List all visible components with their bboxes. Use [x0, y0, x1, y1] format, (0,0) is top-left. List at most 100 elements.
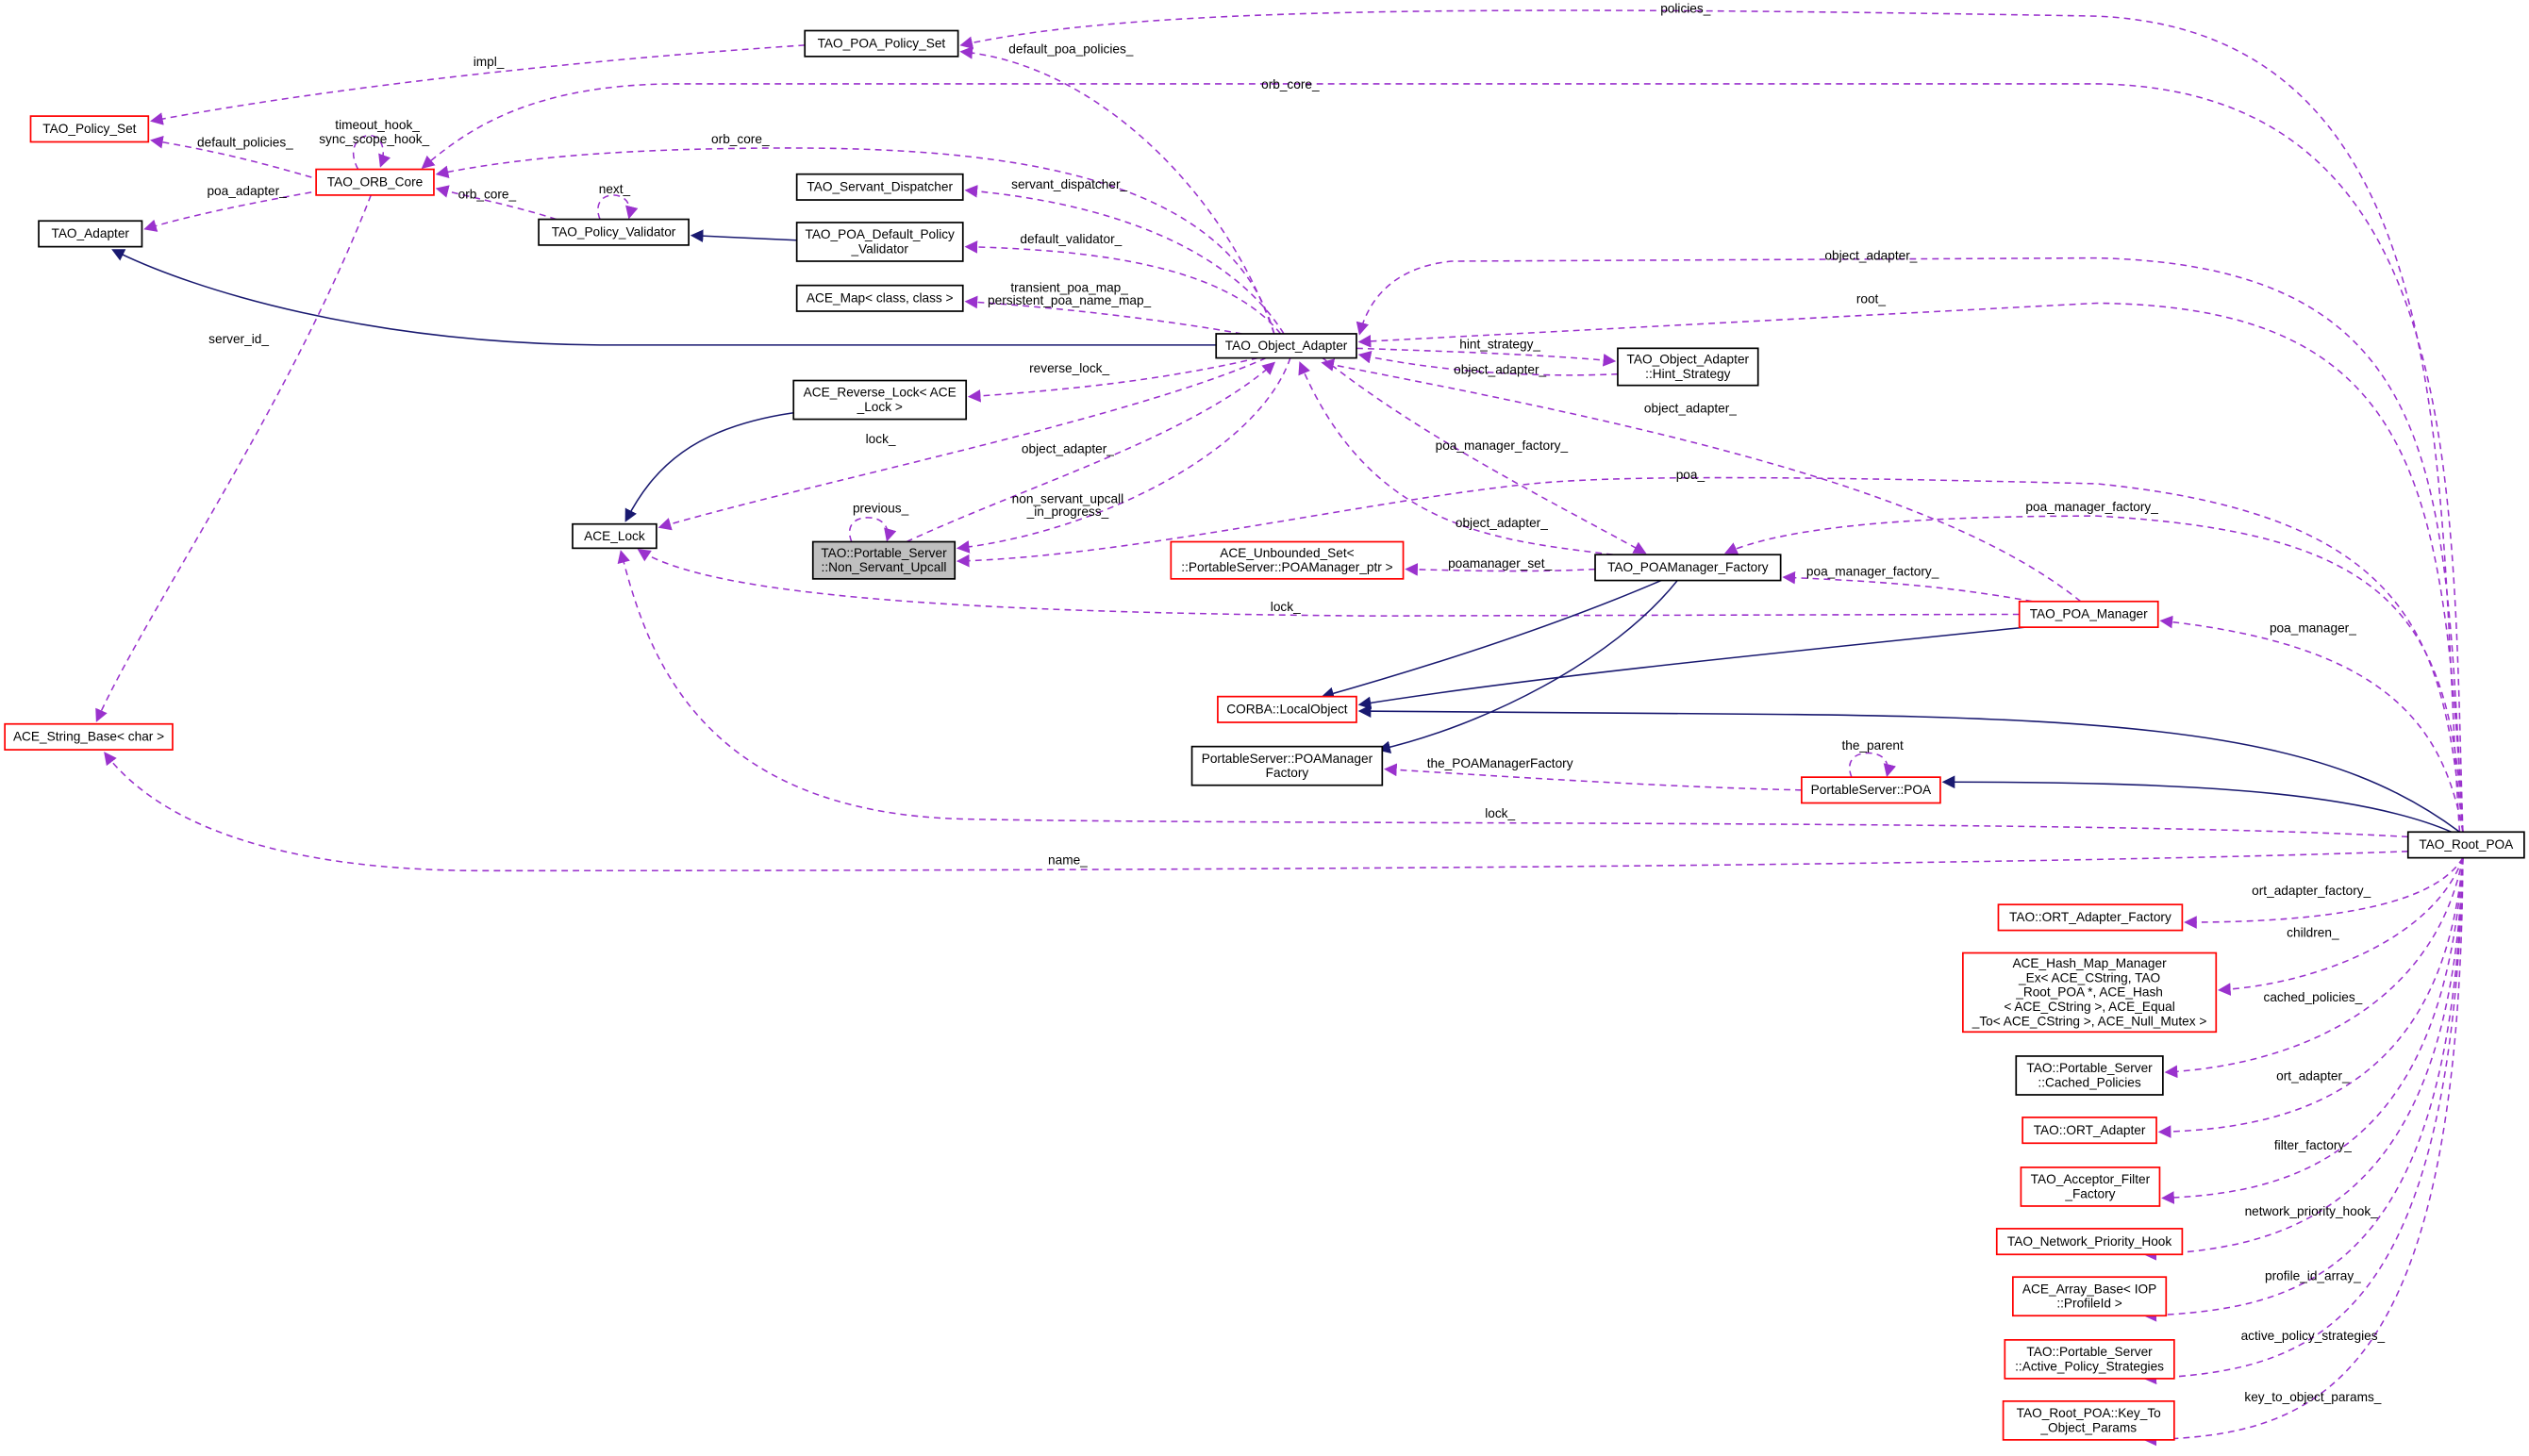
- class-node-hash-map[interactable]: ACE_Hash_Map_Manager_Ex< ACE_CString, TA…: [1961, 951, 2218, 1034]
- node-label: TAO_Root_POA: [2419, 837, 2514, 852]
- node-label: TAO::ORT_Adapter: [2034, 1123, 2146, 1137]
- dependency-edge-root-poa-orb-core: [421, 83, 2464, 833]
- class-node-ort-adapter-factory[interactable]: TAO::ORT_Adapter_Factory: [1997, 903, 2184, 932]
- edge-label: object_adapter_: [1824, 248, 1917, 262]
- node-label: TAO_POA_Policy_Set: [818, 36, 946, 50]
- edge-label: policies_: [1660, 2, 1711, 16]
- dependency-edge-servant-dispatcher: [964, 184, 1285, 335]
- class-node-hint-strategy[interactable]: TAO_Object_Adapter::Hint_Strategy: [1617, 347, 1759, 387]
- edge-label: persistent_poa_name_map_: [988, 293, 1152, 307]
- class-node-default-policy-validator[interactable]: TAO_POA_Default_Policy_Validator: [795, 222, 964, 262]
- class-node-ps-poamanager-factory[interactable]: PortableServer::POAManagerFactory: [1190, 745, 1384, 786]
- class-node-orb-core[interactable]: TAO_ORB_Core: [315, 168, 435, 196]
- class-node-cached-policies[interactable]: TAO::Portable_Server::Cached_Policies: [2015, 1055, 2164, 1096]
- class-node-active-policy-strategies[interactable]: TAO::Portable_Server::Active_Policy_Stra…: [2004, 1339, 2175, 1380]
- node-label: < ACE_CString >, ACE_Equal: [2004, 1000, 2174, 1014]
- dependency-edge-reverse-lock: [967, 356, 1258, 403]
- dependency-edge-policies: [959, 9, 2461, 833]
- node-label: TAO_Servant_Dispatcher: [807, 180, 953, 194]
- class-node-ace-lock[interactable]: ACE_Lock: [572, 522, 657, 550]
- class-node-object-adapter[interactable]: TAO_Object_Adapter: [1215, 333, 1357, 359]
- dependency-edge-previous-self: [848, 517, 897, 542]
- edge-label: poa_manager_: [2270, 620, 2356, 635]
- class-node-adapter[interactable]: TAO_Adapter: [38, 220, 143, 248]
- class-node-unbounded-set[interactable]: ACE_Unbounded_Set<::PortableServer::POAM…: [1170, 540, 1405, 580]
- node-box: [1961, 951, 2218, 1034]
- class-node-local-object[interactable]: CORBA::LocalObject: [1217, 695, 1357, 723]
- node-box: [1215, 333, 1357, 359]
- inheritance-edge-root-poa-inherits-ps-poa: [1941, 775, 2453, 833]
- node-box: [572, 522, 657, 550]
- node-box: [804, 29, 959, 58]
- class-node-poa-policy-set[interactable]: TAO_POA_Policy_Set: [804, 29, 959, 58]
- class-node-non-servant-upcall[interactable]: TAO::Portable_Server::Non_Servant_Upcall: [811, 540, 957, 580]
- node-box: [538, 218, 690, 246]
- node-box: [4, 722, 174, 751]
- node-box: [38, 220, 143, 248]
- class-node-poa-manager[interactable]: TAO_POA_Manager: [2018, 600, 2159, 628]
- class-node-reverse-lock[interactable]: ACE_Reverse_Lock< ACE_Lock >: [792, 379, 968, 421]
- dependency-edge-the-parent-self: [1848, 752, 1897, 778]
- edge-label: transient_poa_map_: [1010, 280, 1128, 294]
- node-box: [2015, 1055, 2164, 1096]
- class-node-acceptor-filter-factory[interactable]: TAO_Acceptor_Filter_Factory: [2020, 1166, 2161, 1207]
- node-label: _Lock >: [857, 400, 903, 414]
- node-box: [1617, 347, 1759, 387]
- inheritance-edge-object-adapter-inherits-adapter: [111, 249, 1217, 346]
- edge-label: orb_core_: [711, 132, 770, 146]
- node-label: _Object_Params: [2039, 1420, 2137, 1434]
- node-box: [1217, 695, 1357, 723]
- inheritance-edge-factory-inherits-ps-factory: [1377, 580, 1678, 754]
- class-node-key-to-object-params[interactable]: TAO_Root_POA::Key_To_Object_Params: [2002, 1399, 2175, 1441]
- class-node-array-base[interactable]: ACE_Array_Base< IOP::ProfileId >: [2012, 1276, 2168, 1317]
- dependency-edge-nsu-object-adapter: [906, 361, 1276, 543]
- class-node-string-base[interactable]: ACE_String_Base< char >: [4, 722, 174, 751]
- node-box: [2004, 1339, 2175, 1380]
- edge-label: default_policies_: [197, 136, 293, 150]
- inheritance-edge-default-validator-inherits: [690, 229, 797, 243]
- node-label: TAO_POAManager_Factory: [1607, 560, 1769, 574]
- class-node-poamanager-factory[interactable]: TAO_POAManager_Factory: [1594, 554, 1782, 582]
- edge-label: active_policy_strategies_: [2241, 1329, 2386, 1343]
- edge-label: default_validator_: [1020, 232, 1122, 246]
- node-label: Factory: [1266, 766, 1309, 780]
- dependency-edge-poa-manager-object-adapter: [1321, 358, 2082, 603]
- node-label: _Ex< ACE_CString, TAO: [2018, 970, 2160, 984]
- class-node-network-priority-hook[interactable]: TAO_Network_Priority_Hook: [1995, 1228, 2184, 1256]
- dependency-edge-name: [104, 752, 2408, 872]
- dependency-edge-server-id: [95, 194, 372, 722]
- node-box: [2012, 1276, 2168, 1317]
- node-label: ACE_Unbounded_Set<: [1220, 546, 1354, 560]
- class-node-servant-dispatcher[interactable]: TAO_Servant_Dispatcher: [795, 173, 964, 201]
- class-node-policy-validator[interactable]: TAO_Policy_Validator: [538, 218, 690, 246]
- dependency-edge-next-self: [597, 194, 639, 220]
- edge-label: cached_policies_: [2263, 990, 2362, 1004]
- edge-label: reverse_lock_: [1029, 361, 1109, 375]
- dependency-edge-children: [2218, 857, 2464, 996]
- edge-label: ort_adapter_: [2276, 1069, 2350, 1084]
- edge-label: default_poa_policies_: [1008, 41, 1134, 56]
- node-label: ::Non_Servant_Upcall: [822, 560, 947, 574]
- node-box: [2406, 831, 2525, 859]
- class-node-ort-adapter[interactable]: TAO::ORT_Adapter: [2022, 1117, 2157, 1145]
- edge-label: poa_manager_factory_: [1436, 438, 1569, 453]
- dependency-edge-non-servant-upcall-in-progress: [956, 357, 1291, 554]
- node-label: TAO_Object_Adapter: [1225, 339, 1348, 353]
- dependency-edge-ort-adapter-factory: [2184, 857, 2464, 929]
- edge-label: ort_adapter_factory_: [2252, 884, 2371, 898]
- dependency-edge-orb-core-self: [352, 134, 391, 170]
- dependency-edge-impl: [150, 44, 806, 125]
- class-node-ace-map[interactable]: ACE_Map< class, class >: [795, 284, 964, 312]
- edge-label: non_servant_upcall: [1012, 491, 1123, 505]
- dependency-edge-object-adapter-lock: [657, 356, 1267, 531]
- class-node-policy-set[interactable]: TAO_Policy_Set: [29, 115, 150, 143]
- edge-label: timeout_hook_: [335, 118, 420, 132]
- class-node-ps-poa[interactable]: PortableServer::POA: [1801, 776, 1941, 804]
- node-label: _Factory: [2064, 1186, 2115, 1200]
- node-box: [2020, 1166, 2161, 1207]
- edge-label: children_: [2287, 925, 2339, 939]
- class-node-root-poa[interactable]: TAO_Root_POA: [2406, 831, 2525, 859]
- dependency-edge-poa: [956, 476, 2464, 833]
- dependency-edge-poa-manager-poamanager-factory: [1782, 571, 2033, 603]
